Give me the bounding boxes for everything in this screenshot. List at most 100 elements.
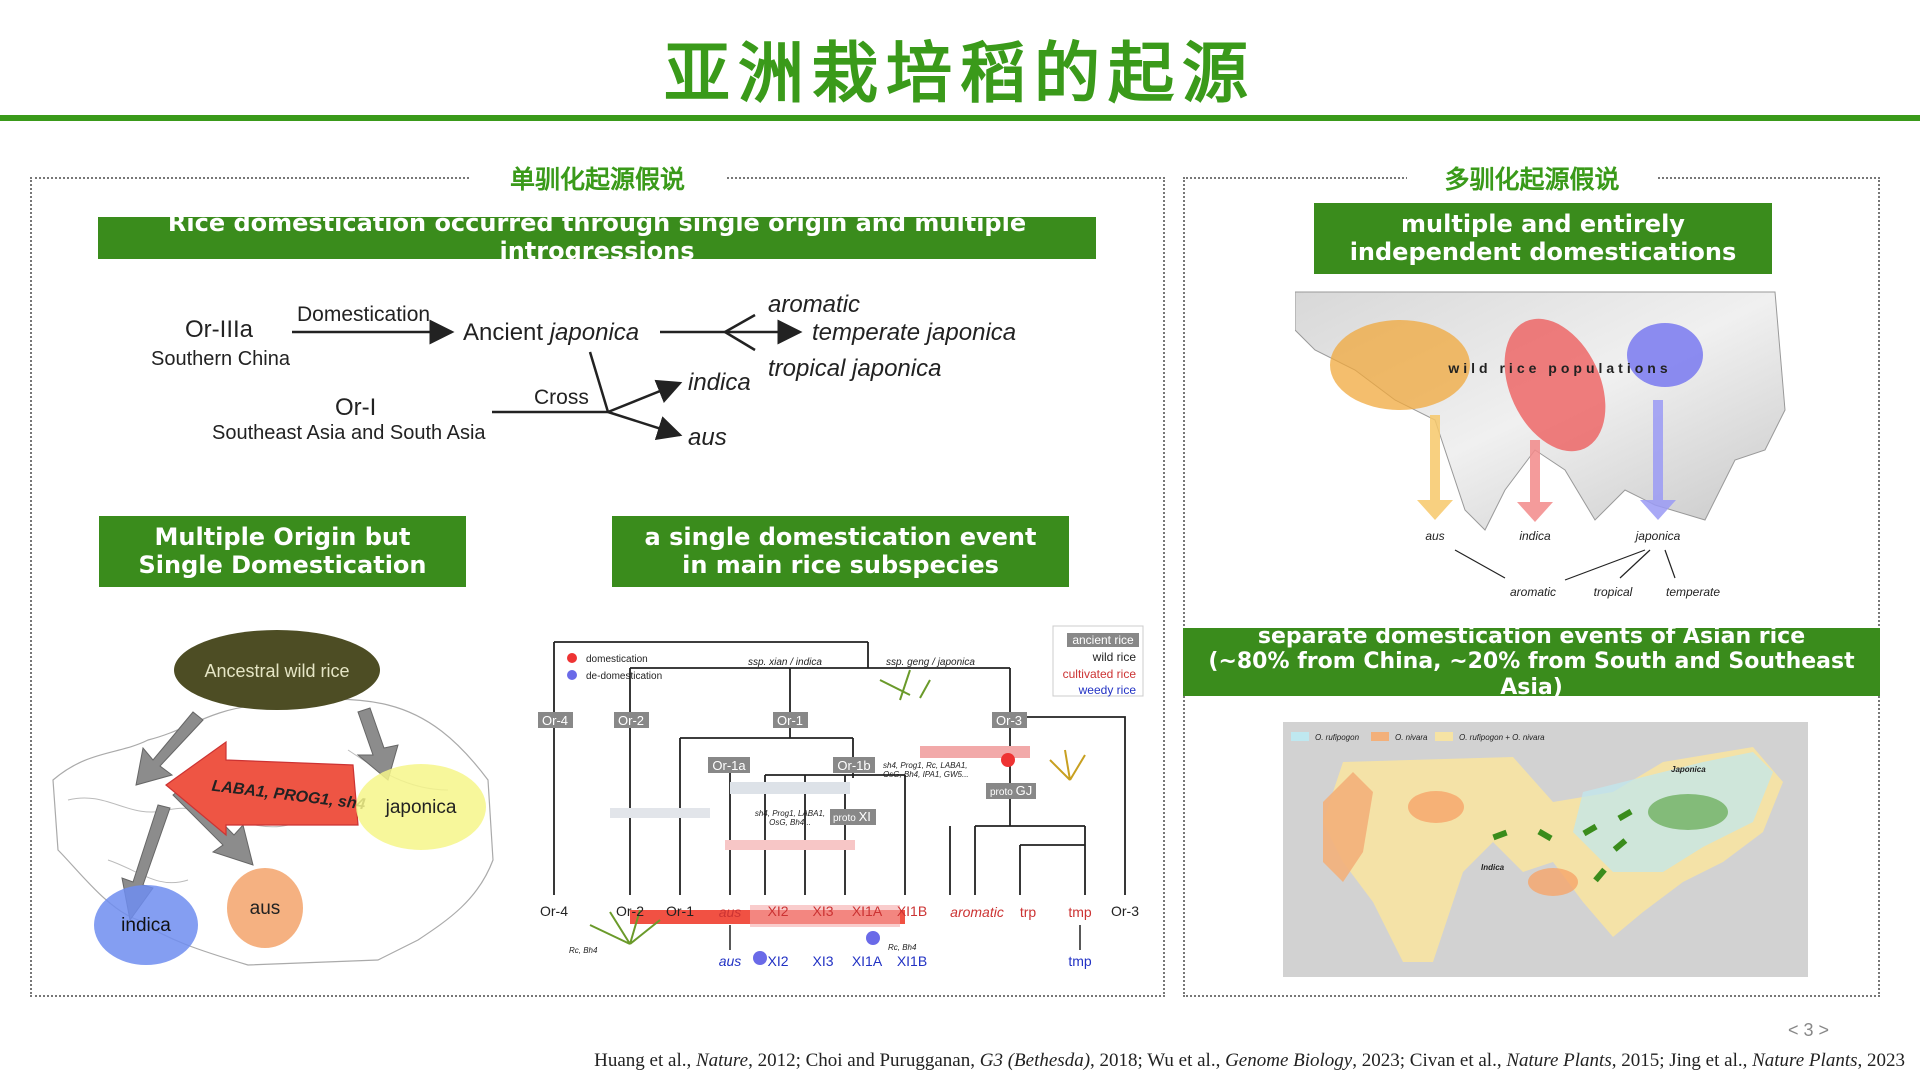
- leaf-aromatic: aromatic: [950, 904, 1004, 920]
- proto-gj-prefix: proto: [990, 787, 1013, 798]
- map1-japonica: japonica: [1634, 529, 1681, 543]
- ancestral-label: Ancestral wild rice: [204, 661, 349, 681]
- leaf-tmp-weedy: tmp: [1068, 953, 1092, 969]
- or-iiia-label: Or-IIIa: [185, 316, 254, 343]
- aromatic-label: aromatic: [768, 291, 860, 318]
- ref5-authors: Jing et al.,: [1669, 1050, 1753, 1071]
- southern-china-label: Southern China: [151, 348, 291, 370]
- legend-cultivated: cultivated rice: [1063, 667, 1137, 681]
- map1-temperate: temperate: [1666, 585, 1720, 599]
- leaf-xi1b: XI1B: [897, 903, 927, 919]
- node-or3: Or-3: [996, 713, 1022, 728]
- japonica-map-label: japonica: [385, 797, 457, 818]
- proto-xi-prefix: proto: [833, 813, 856, 824]
- leaf-xi1a-weedy: XI1A: [852, 953, 883, 969]
- right-banner-2: separate domestication events of Asian r…: [1183, 624, 1880, 700]
- xian-label: ssp. xian / indica: [748, 657, 822, 668]
- legend-rufipogon: O. rufipogon: [1315, 733, 1360, 742]
- ref4-year: , 2015;: [1611, 1050, 1670, 1071]
- legend-wild: wild rice: [1092, 650, 1137, 664]
- temperate-japonica-label: temperate japonica: [812, 319, 1016, 346]
- cross-label: Cross: [534, 386, 589, 409]
- ref1-authors: Huang et al.,: [594, 1050, 696, 1071]
- ref4-authors: Civan et al.,: [1409, 1050, 1507, 1071]
- node-or1a: Or-1a: [712, 758, 746, 773]
- japonica-ellipse: [356, 764, 486, 850]
- leaf-or3: Or-3: [1111, 903, 1139, 919]
- leaf-or2: Or-2: [616, 903, 644, 919]
- ref2-journal: G3 (Bethesda): [979, 1050, 1091, 1071]
- legend-both: O. rufipogon + O. nivara: [1459, 733, 1545, 742]
- map1-indica: indica: [1519, 529, 1551, 543]
- leaf-aus-weedy: aus: [719, 953, 742, 969]
- map1-aromatic: aromatic: [1510, 585, 1556, 599]
- genes-xi-label: sh4, Prog1, LABA1, OsG, Bh4...: [754, 810, 826, 827]
- genes-gj-label: sh4, Prog1, Rc, LABA1, OsG, Bh4, IPA1, G…: [883, 762, 969, 779]
- ref1-year: , 2012;: [748, 1050, 806, 1071]
- multiple-origin-box: Multiple Origin but Single Domestication: [99, 516, 466, 587]
- legend-ancient: ancient rice: [1072, 633, 1134, 647]
- ref1-journal: Nature: [695, 1050, 749, 1071]
- leaf-xi1a: XI1A: [852, 903, 883, 919]
- svg-text:proto GJ: proto GJ: [990, 783, 1032, 798]
- single-event-box: a single domestication event in main ric…: [612, 516, 1069, 587]
- indica-ellipse: [94, 885, 198, 965]
- page-number: < 3 >: [1788, 1020, 1830, 1040]
- legend-weedy: weedy rice: [1078, 683, 1137, 697]
- node-or4: Or-4: [542, 713, 568, 728]
- ref2-year: , 2018;: [1090, 1050, 1148, 1071]
- right-banner: multiple and entirely independent domest…: [1314, 203, 1772, 274]
- map2-indica: Indica: [1481, 863, 1505, 872]
- wild-populations-label: wild rice populations: [1447, 360, 1671, 376]
- domestication-label: Domestication: [297, 303, 430, 326]
- indica-map-label: indica: [121, 915, 171, 936]
- geng-label: ssp. geng / japonica: [886, 657, 975, 668]
- ref4-journal: Nature Plants: [1506, 1050, 1612, 1071]
- genes-arrow: [165, 740, 359, 837]
- leaf-xi3: XI3: [812, 903, 833, 919]
- ref5-journal: Nature Plants: [1752, 1050, 1858, 1071]
- node-or1b: Or-1b: [837, 758, 870, 773]
- title-divider: [0, 115, 1920, 121]
- svg-text:Ancient japonica: Ancient japonica: [463, 319, 639, 346]
- domestication-flow-diagram: Or-IIIa Southern China Domestication Anc…: [151, 291, 1016, 451]
- indica-label: indica: [688, 369, 751, 396]
- slide-title: 亚洲栽培稻的起源: [664, 35, 1256, 112]
- right-banner-2-line1: separate domestication events of Asian r…: [1257, 624, 1806, 650]
- leaf-or1: Or-1: [666, 903, 694, 919]
- node-or1: Or-1: [777, 713, 803, 728]
- right-panel-heading: 多驯化起源假说: [1407, 160, 1657, 196]
- or-i-label: Or-I: [335, 394, 376, 421]
- phylogeny-diagram: domestication de-domestication ssp. xian…: [538, 625, 1144, 969]
- aus-map-label: aus: [250, 898, 281, 919]
- leaf-xi3-weedy: XI3: [812, 953, 833, 969]
- leaf-or4: Or-4: [540, 903, 568, 919]
- rc-bh4-right: Rc, Bh4: [888, 943, 917, 952]
- origin-map-diagram: Ancestral wild rice LABA1, PROG1, sh4 ja…: [52, 630, 494, 966]
- left-banner: Rice domestication occurred through sing…: [98, 210, 1096, 265]
- ref3-journal: Genome Biology: [1225, 1050, 1353, 1071]
- ref3-authors: Wu et al.,: [1147, 1050, 1226, 1071]
- ref2-authors: Choi and Purugganan,: [805, 1050, 980, 1071]
- map1-tropical: tropical: [1594, 585, 1633, 599]
- ancient-label: Ancient: [463, 319, 550, 346]
- right-banner-2-line2: (~80% from China, ~20% from South and So…: [1208, 649, 1855, 700]
- leaf-aus: aus: [719, 904, 742, 920]
- japonica-italic: japonica: [547, 319, 639, 346]
- legend-dedomestication: de-domestication: [586, 671, 662, 682]
- legend-domestication: domestication: [586, 654, 648, 665]
- references-footer: Huang et al., Nature, 2012; Choi and Pur…: [0, 1050, 1905, 1072]
- proto-gj: GJ: [1016, 783, 1033, 798]
- node-or2: Or-2: [618, 713, 644, 728]
- tropical-japonica-label: tropical japonica: [768, 355, 941, 382]
- left-panel-heading: 单驯化起源假说: [470, 160, 725, 196]
- ref3-year: , 2023;: [1352, 1050, 1410, 1071]
- ref5-year: , 2023: [1857, 1050, 1906, 1071]
- ancestral-ellipse: [174, 630, 380, 710]
- aus-ellipse: [227, 868, 303, 948]
- se-s-asia-label: Southeast Asia and South Asia: [212, 422, 486, 444]
- leaf-xi1b-weedy: XI1B: [897, 953, 927, 969]
- rc-bh4-left: Rc, Bh4: [569, 946, 598, 955]
- aus-label: aus: [688, 424, 727, 451]
- leaf-xi2: XI2: [767, 903, 788, 919]
